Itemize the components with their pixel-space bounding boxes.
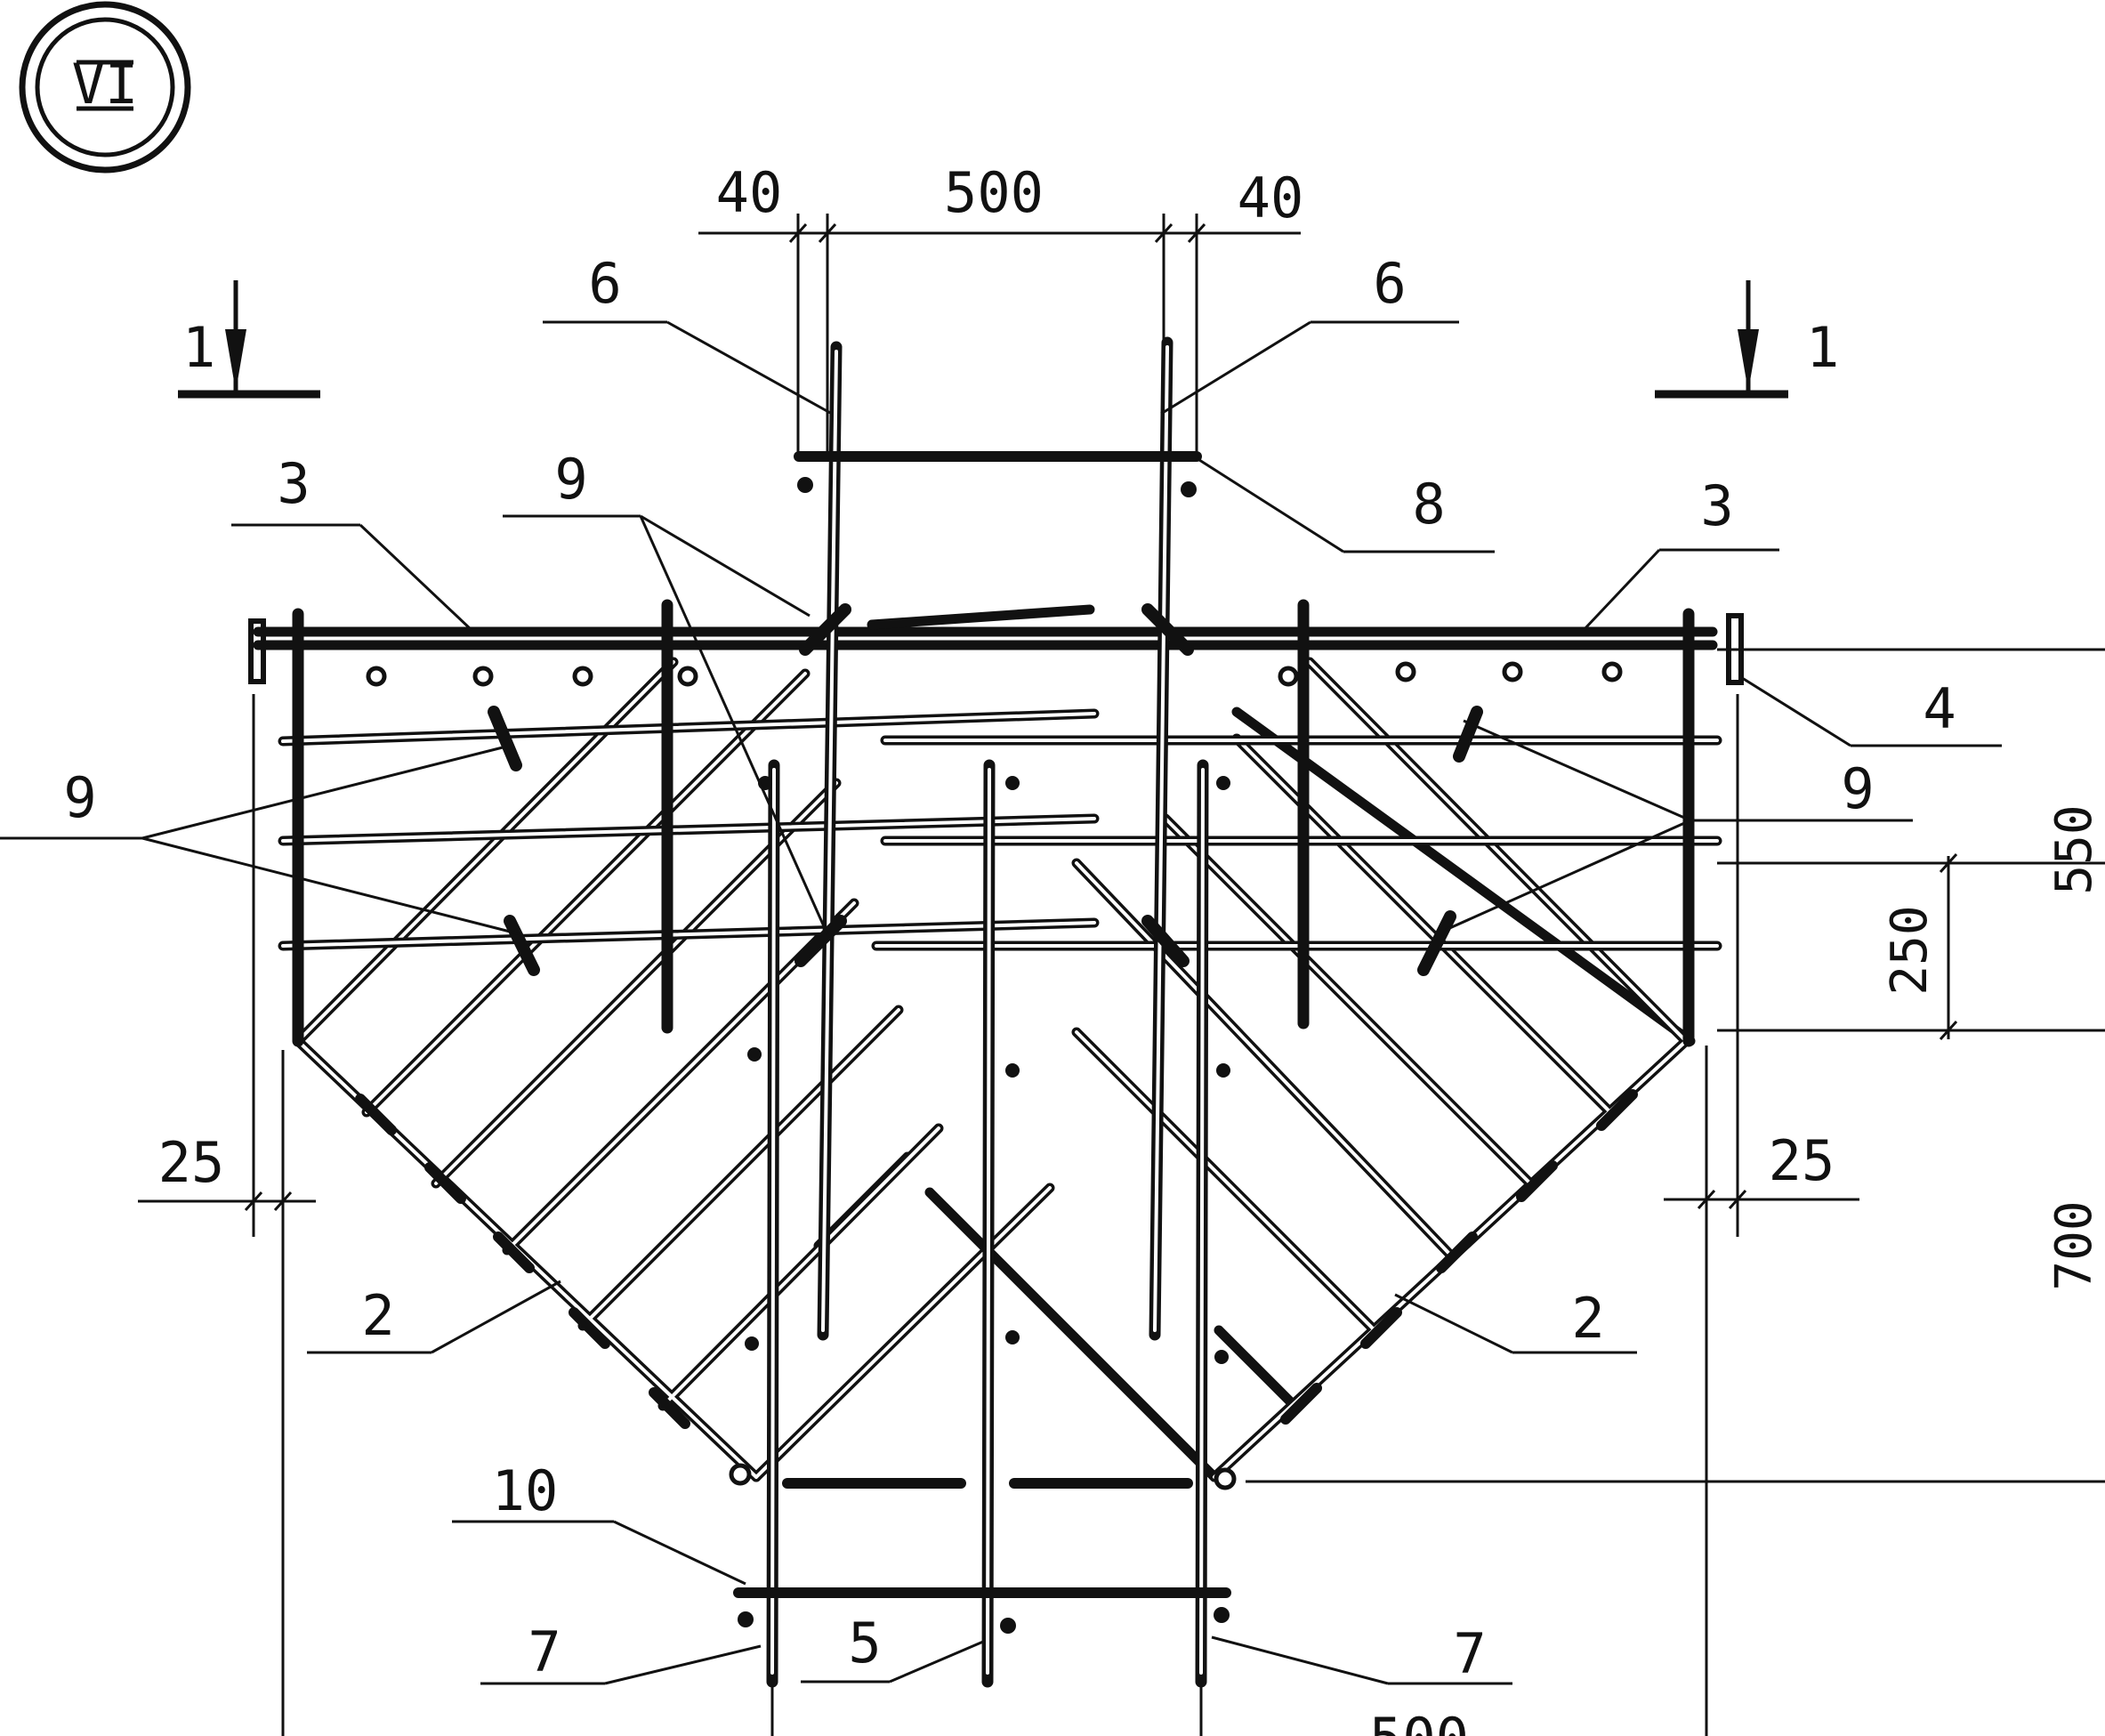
cross-ties xyxy=(488,603,1483,976)
dim-right-lower: 700 xyxy=(2045,1200,2103,1290)
callout-6-left: 6 xyxy=(588,251,621,316)
callout-10: 10 xyxy=(492,1458,559,1523)
diagonal-ties xyxy=(355,1089,1638,1429)
dim-side-right: 25 xyxy=(1769,1128,1835,1193)
callout-9-right: 9 xyxy=(1841,756,1874,821)
top-dimension-chain xyxy=(698,214,1301,454)
callout-2-right: 2 xyxy=(1571,1286,1604,1351)
callout-9-top: 9 xyxy=(554,447,587,512)
diagonal-bars-right xyxy=(924,657,1696,1482)
callout-7-right: 7 xyxy=(1453,1621,1486,1686)
bar-sections-open xyxy=(366,661,1623,1490)
bar-sections-solid xyxy=(738,477,1230,1634)
callout-9-left: 9 xyxy=(63,765,96,830)
ties-horizontal xyxy=(733,451,1231,1598)
dim-side-left: 25 xyxy=(158,1130,225,1195)
callout-4: 4 xyxy=(1923,676,1956,741)
vertical-bars-core xyxy=(770,345,1205,1675)
section-mark-right-label: 1 xyxy=(1806,315,1839,380)
callout-7-left: 7 xyxy=(528,1619,561,1684)
dim-top-mid: 500 xyxy=(944,160,1044,225)
dim-right-upper: 550 xyxy=(2045,804,2103,894)
dim-top-left: 40 xyxy=(716,160,783,225)
dim-bottom: 500 xyxy=(1369,1706,1469,1736)
detail-mark: VI xyxy=(19,1,191,174)
callout-5: 5 xyxy=(848,1611,881,1675)
callout-3-right: 3 xyxy=(1700,473,1733,538)
diagonal-bars-right-core xyxy=(1075,660,1688,1479)
callout-8: 8 xyxy=(1412,472,1445,537)
side-dimension-lines xyxy=(138,648,2105,1736)
section-mark-left: 1 xyxy=(178,280,320,399)
callout-6-right: 6 xyxy=(1373,251,1406,316)
section-mark-left-label: 1 xyxy=(182,315,215,380)
section-mark-right: 1 xyxy=(1655,280,1839,399)
callout-3-left: 3 xyxy=(277,451,310,516)
dim-top-right: 40 xyxy=(1238,166,1304,230)
leader-lines xyxy=(0,320,2002,1685)
diagonal-bars-left-core xyxy=(296,660,1052,1479)
dim-spacing: 250 xyxy=(1881,905,1939,995)
callout-2-left: 2 xyxy=(361,1283,394,1348)
